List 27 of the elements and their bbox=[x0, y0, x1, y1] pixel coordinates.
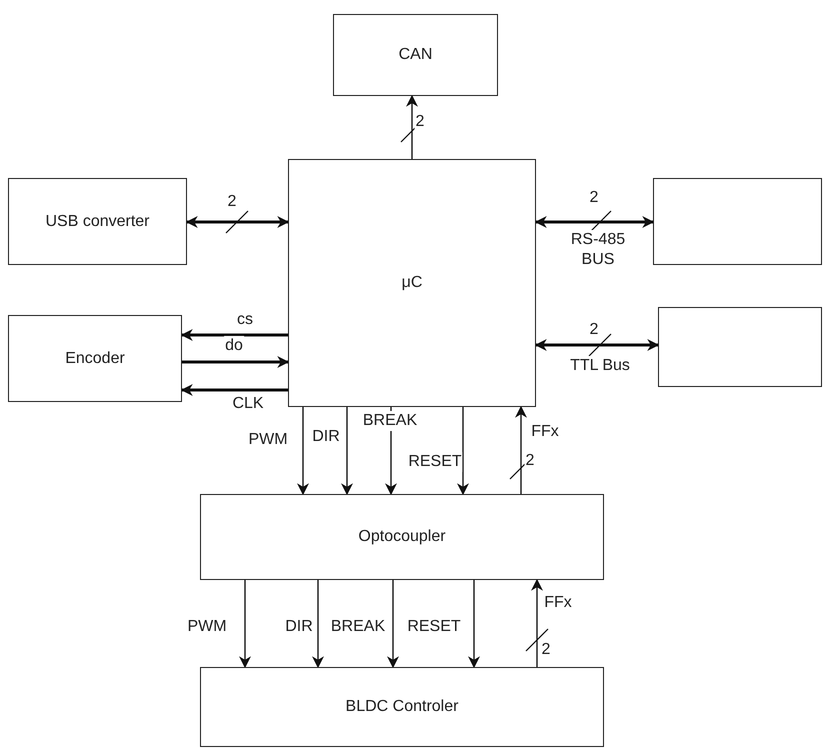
block-box: USB converter bbox=[8, 178, 187, 265]
arrow bbox=[457, 407, 469, 496]
arrow bbox=[534, 339, 660, 351]
arrow bbox=[312, 580, 324, 668]
arrow bbox=[515, 406, 527, 494]
arrow bbox=[180, 329, 288, 341]
block-box: CAN bbox=[333, 14, 498, 96]
block-box: μC bbox=[288, 159, 536, 407]
arrow bbox=[182, 356, 290, 368]
arrow bbox=[531, 578, 543, 667]
edge-label: RESET bbox=[407, 452, 463, 472]
edge-label: BREAK bbox=[362, 411, 418, 431]
arrow bbox=[297, 407, 309, 496]
block-box: Encoder bbox=[8, 315, 182, 402]
arrow bbox=[534, 216, 654, 228]
arrow bbox=[406, 94, 418, 159]
arrow bbox=[387, 580, 399, 668]
arrow bbox=[341, 407, 353, 496]
empty-box bbox=[653, 178, 822, 265]
empty-box bbox=[658, 307, 822, 387]
arrow bbox=[186, 216, 290, 228]
block-box: BLDC Controler bbox=[200, 667, 604, 747]
block-box: Optocoupler bbox=[200, 494, 604, 580]
arrow bbox=[468, 580, 480, 668]
edge-label: 2 bbox=[414, 112, 426, 132]
arrow bbox=[180, 384, 288, 396]
arrow bbox=[239, 580, 251, 668]
